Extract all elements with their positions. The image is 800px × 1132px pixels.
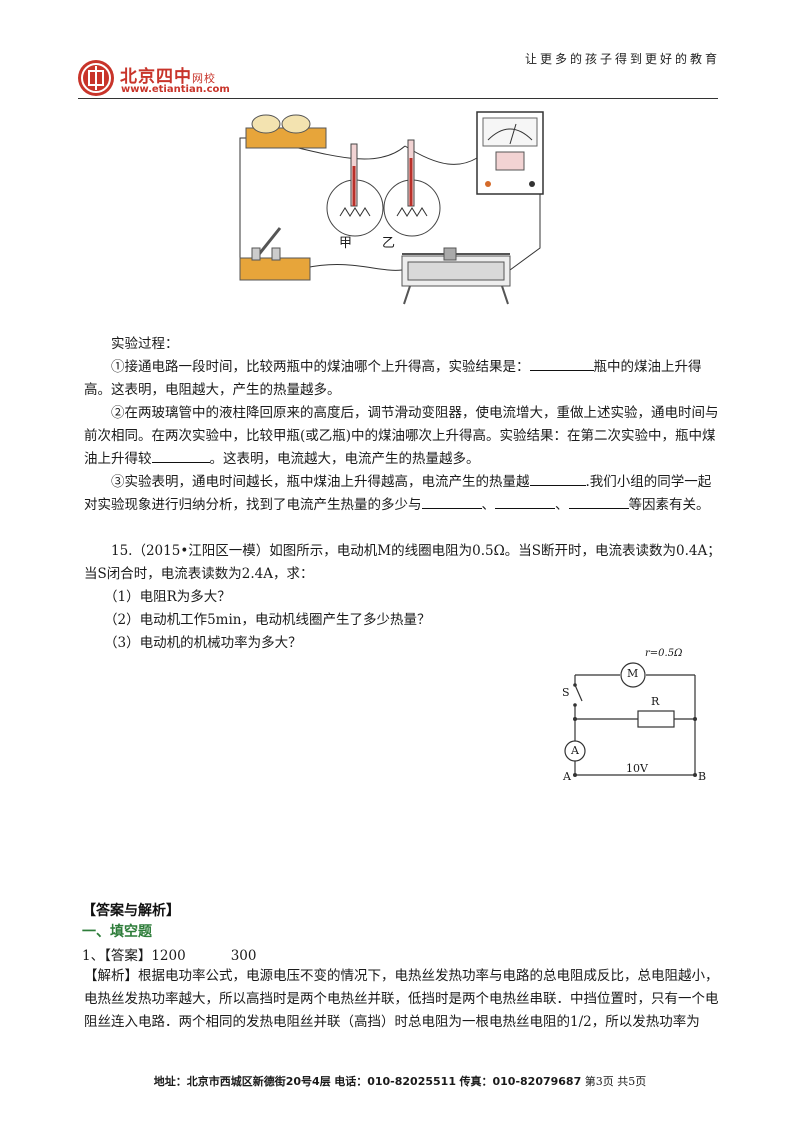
fill-blank[interactable] [151, 448, 210, 463]
answer-1-explanation: 【解析】根据电功率公式，电源电压不变的情况下，电热丝发热功率与电路的总电阻成反比… [84, 968, 719, 1030]
answers-section-heading: 【答案与解析】 [82, 903, 180, 919]
logo-text: 北京四中网校 [120, 67, 216, 87]
experiment-apparatus-illustration [239, 111, 544, 305]
circuit-label-resistor: R [651, 695, 660, 708]
page-footer: 地址：北京市西城区新德街20号4层 电话：010-82025511 传真：010… [153, 1075, 647, 1088]
circuit-label-voltage: 10V [626, 762, 648, 775]
logo-url: www.etiantian.com [121, 84, 230, 95]
slogan: 让更多的孩子得到更好的教育 [524, 52, 720, 66]
experiment-heading: 实验过程： [111, 336, 179, 352]
fill-blank[interactable] [421, 494, 482, 509]
flask-label-jia: 甲 [339, 236, 353, 251]
experiment-step-3: ③实验表明，通电时间越长，瓶中煤油上升得越高，电流产生的热量越.我们小组的同学一… [84, 471, 724, 517]
fill-blank[interactable] [529, 356, 594, 371]
experiment-step-2: ②在两玻璃管中的液柱降回原来的高度后，调节滑动变阻器，使电流增大，重做上述实验，… [84, 405, 719, 467]
circuit-label-node-b: B [698, 770, 707, 783]
experiment-step-1: ①接通电路一段时间，比较两瓶中的煤油哪个上升得高，实验结果是：瓶中的煤油上升得高… [84, 356, 724, 402]
question-15-stem: 15.（2015•江阳区一模）如图所示，电动机M的线圈电阻为0.5Ω。当S断开时… [84, 543, 721, 582]
question-15-part-3: （3）电动机的机械功率为多大？ [104, 635, 302, 651]
circuit-label-node-a: A [563, 770, 571, 783]
fill-blank[interactable] [529, 471, 586, 486]
fill-blank[interactable] [495, 494, 555, 509]
header-divider [78, 98, 718, 99]
circuit-label-ammeter: A [571, 744, 579, 757]
question-15-part-1: （1）电阻R为多大？ [104, 589, 231, 605]
circuit-diagram [564, 662, 697, 777]
flask-label-yi: 乙 [382, 236, 396, 251]
logo-icon [78, 60, 114, 96]
circuit-label-motor: M [627, 667, 639, 680]
answers-part-title: 一、填空题 [82, 924, 152, 940]
circuit-label-r-coil: r=0.5Ω [645, 648, 683, 659]
fill-blank[interactable] [568, 494, 629, 509]
question-15-part-2: （2）电动机工作5min，电动机线圈产生了多少热量？ [104, 612, 431, 628]
circuit-label-switch: S [562, 686, 570, 699]
